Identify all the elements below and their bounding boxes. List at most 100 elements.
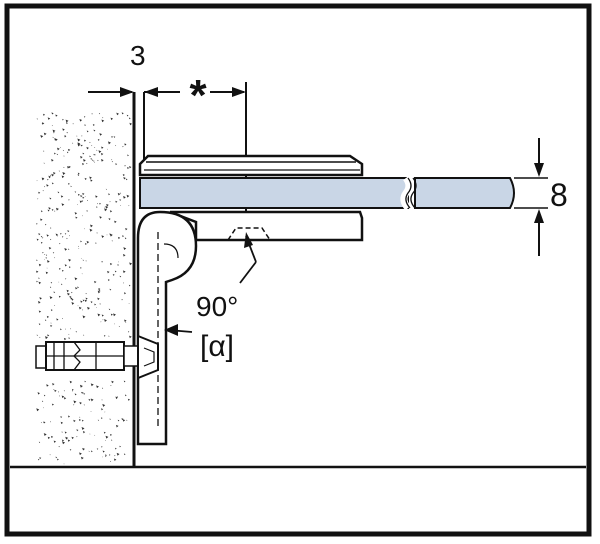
wall-speckle [122,270,126,274]
wall-speckle [54,389,57,392]
wall-speckle [117,236,121,240]
wall-speckle [55,207,59,211]
wall-speckle [82,259,84,261]
wall-speckle [64,431,67,434]
wall-speckle [68,248,70,250]
wall-speckle [67,230,70,233]
wall-speckle [94,162,96,164]
wall-speckle [39,336,41,338]
wall-speckle [81,273,83,275]
wall-speckle [60,421,64,425]
wall-speckle [73,404,75,406]
wall-speckle [82,152,85,155]
wall-speckle [90,301,93,304]
wall-speckle [116,112,119,116]
wall-speckle [36,259,38,262]
wall-speckle [76,429,79,432]
wall-speckle [89,228,93,232]
wall-speckle [57,191,60,194]
wall-speckle [51,182,54,185]
wall-speckle [107,279,110,282]
wall-speckle [80,257,82,259]
wall-speckle [63,155,65,157]
wall-speckle [38,281,42,285]
wall-speckle [129,166,132,169]
wall-speckle [127,398,131,401]
wall-speckle [45,271,49,275]
wall-speckle [42,237,44,239]
wall-speckle [58,268,61,270]
wall-speckle [82,309,84,311]
wall-speckle [77,286,79,289]
wall-speckle [101,146,104,149]
wall-speckle [82,299,85,302]
angle-leaders [164,232,257,336]
wall-speckle [117,419,120,422]
wall-speckle [94,147,96,148]
wall-speckle [68,258,72,262]
wall-speckle [83,116,86,118]
wall-speckle [90,383,94,387]
wall-speckle [40,241,43,244]
wall-speckle [86,162,88,165]
wall-speckle [86,240,90,244]
wall-speckle [65,278,67,280]
wall-speckle [52,252,55,254]
wall-speckle [89,433,91,435]
wall-speckle [43,422,45,424]
wall-speckle [61,283,63,286]
wall-speckle [43,433,47,436]
wall-speckle [63,166,65,169]
wall-speckle [49,197,52,200]
wall-speckle [39,457,42,460]
wall-speckle [56,153,59,156]
wall-speckle [100,321,102,323]
wall-speckle [52,129,56,133]
wall-speckle [111,161,113,163]
wall-speckle [123,282,125,284]
wall-speckle [98,150,102,154]
wall-speckle [52,383,55,386]
wall-speckle [115,200,118,203]
wall-speckle [68,183,70,185]
wall-speckle [62,149,64,152]
wall-speckle [99,303,101,305]
wall-speckle [118,325,120,328]
wall-speckle [62,441,66,445]
wall-speckle [45,257,48,259]
wall-speckle [65,119,69,123]
angle-value-label: 90° [196,291,238,322]
wall-speckle [128,302,130,304]
wall-speckle [43,162,45,164]
wall-speckle [57,147,60,151]
wall-speckle [77,204,78,206]
wall-speckle [101,314,104,317]
wall-speckle [115,163,118,166]
wall-speckle [50,435,54,439]
wall-speckle [73,400,77,404]
wall-speckle [120,205,122,206]
wall-speckle [66,131,68,134]
wall-speckle [99,216,102,219]
wall-speckle [116,395,118,397]
wall-speckle [68,165,71,169]
wall-speckle [80,195,83,198]
wall-speckle [67,148,71,152]
wall-speckle [53,132,55,134]
wall-speckle [97,290,101,294]
wall-speckle [38,441,41,444]
wall-speckle [102,456,104,458]
wall-speckle [38,191,41,194]
wall-speckle [53,388,55,390]
wall-speckle [101,119,105,123]
wall-speckle [125,178,128,181]
wall-speckle [98,113,101,115]
wall-speckle [123,196,126,199]
wall-speckle [75,216,78,219]
wall-speckle [122,254,126,257]
wall-speckle [84,177,87,181]
wall-speckle [78,248,80,249]
wall-speckle [97,419,100,421]
wall-speckle [82,431,86,434]
wall-speckle [88,450,90,452]
